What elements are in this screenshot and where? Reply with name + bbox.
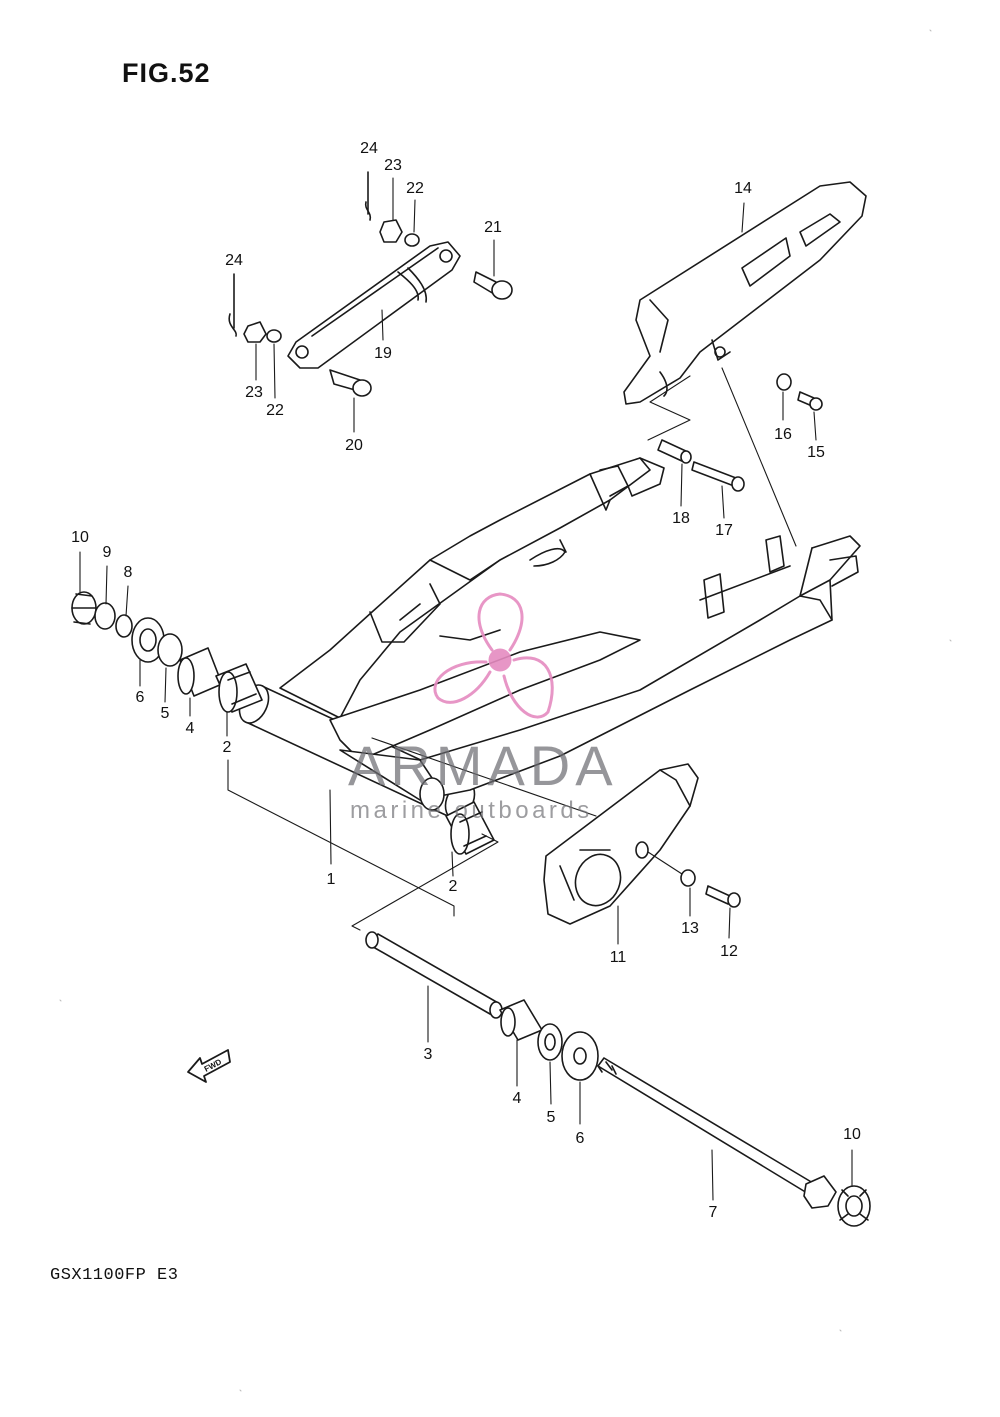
part-number-5: 5 [160,705,170,722]
part-number-6: 6 [135,689,145,706]
model-code: GSX1100FP E3 [50,1266,179,1285]
pivot-axle-parts [365,931,871,1227]
part-number-1: 1 [326,871,336,888]
part-number-10: 10 [71,529,89,546]
part-number-4: 4 [512,1090,522,1107]
figure-title: FIG.52 [122,58,211,88]
watermark-logo [433,592,554,719]
watermark-brand: ARMADA [348,734,618,797]
part-number-5: 5 [546,1109,556,1126]
part-number-9: 9 [102,544,112,561]
right-pivot-bearing [351,777,499,931]
part-number-23: 23 [245,384,263,401]
part-number-4: 4 [185,720,195,737]
part-number-11: 11 [609,949,627,966]
part-number-18: 18 [672,510,690,527]
part-number-24: 24 [225,252,243,269]
left-pivot-parts [71,551,455,917]
part-number-20: 20 [345,437,363,454]
watermark-tagline: marine outboards [350,797,593,824]
part-number-21: 21 [484,219,502,236]
spacer-and-bolt [657,439,745,519]
part-number-19: 19 [374,345,392,362]
part-number-6: 6 [575,1130,585,1147]
part-number-8: 8 [123,564,133,581]
part-number-12: 12 [720,943,738,960]
part-number-23: 23 [384,157,402,174]
part-number-10: 10 [843,1126,861,1143]
chain-case [623,181,867,547]
part-number-24: 24 [360,140,378,157]
torque-rod-assembly [228,171,513,433]
arrow-left-icon: FWD [187,1049,231,1083]
part-number-13: 13 [681,920,699,937]
chain-adjuster [543,763,741,945]
part-number-17: 17 [715,522,733,539]
part-number-22: 22 [406,180,424,197]
scan-specks [59,29,952,1392]
part-number-7: 7 [708,1204,718,1221]
part-number-2: 2 [448,878,458,895]
part-number-16: 16 [774,426,792,443]
part-number-3: 3 [423,1046,433,1063]
part-number-15: 15 [807,444,825,461]
part-number-2: 2 [222,739,232,756]
part-number-22: 22 [266,402,284,419]
part-number-14: 14 [734,180,752,197]
